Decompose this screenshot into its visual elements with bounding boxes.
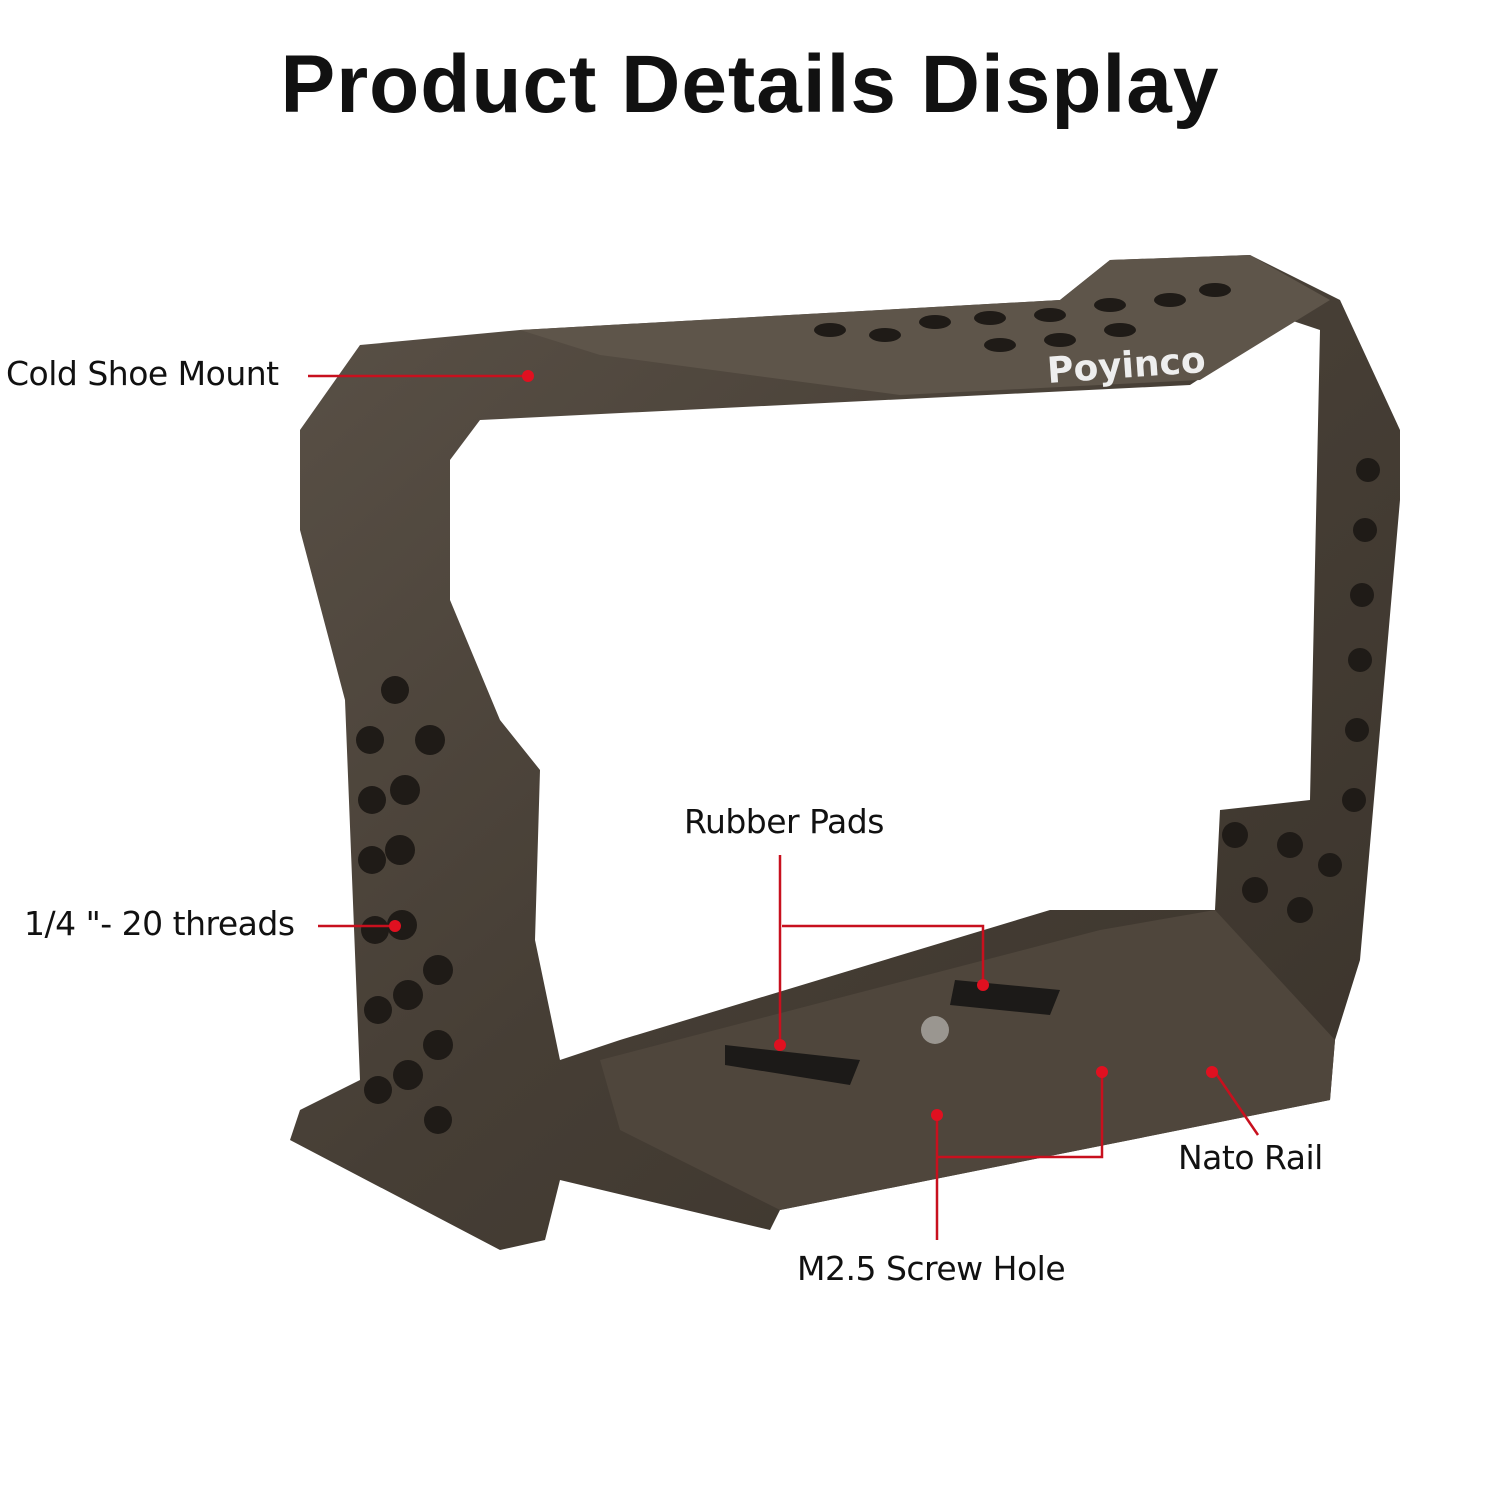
- mount-screw: [921, 1016, 949, 1044]
- callout-screw-hole: M2.5 Screw Hole: [797, 1249, 1066, 1288]
- page-title: Product Details Display: [280, 39, 1220, 130]
- callout-threads: 1/4 "- 20 threads: [24, 904, 295, 943]
- rubber-pads: [725, 980, 1060, 1085]
- callout-cold-shoe-mount: Cold Shoe Mount: [6, 354, 279, 393]
- bottom-plate: [600, 910, 1335, 1210]
- callout-nato-rail: Nato Rail: [1178, 1138, 1323, 1177]
- cage-opening: [450, 320, 1320, 1060]
- callout-rubber-pads: Rubber Pads: [684, 802, 884, 841]
- callout-lines: [308, 374, 1260, 1240]
- threaded-holes: [356, 283, 1380, 1134]
- callout-dots: [389, 370, 1218, 1121]
